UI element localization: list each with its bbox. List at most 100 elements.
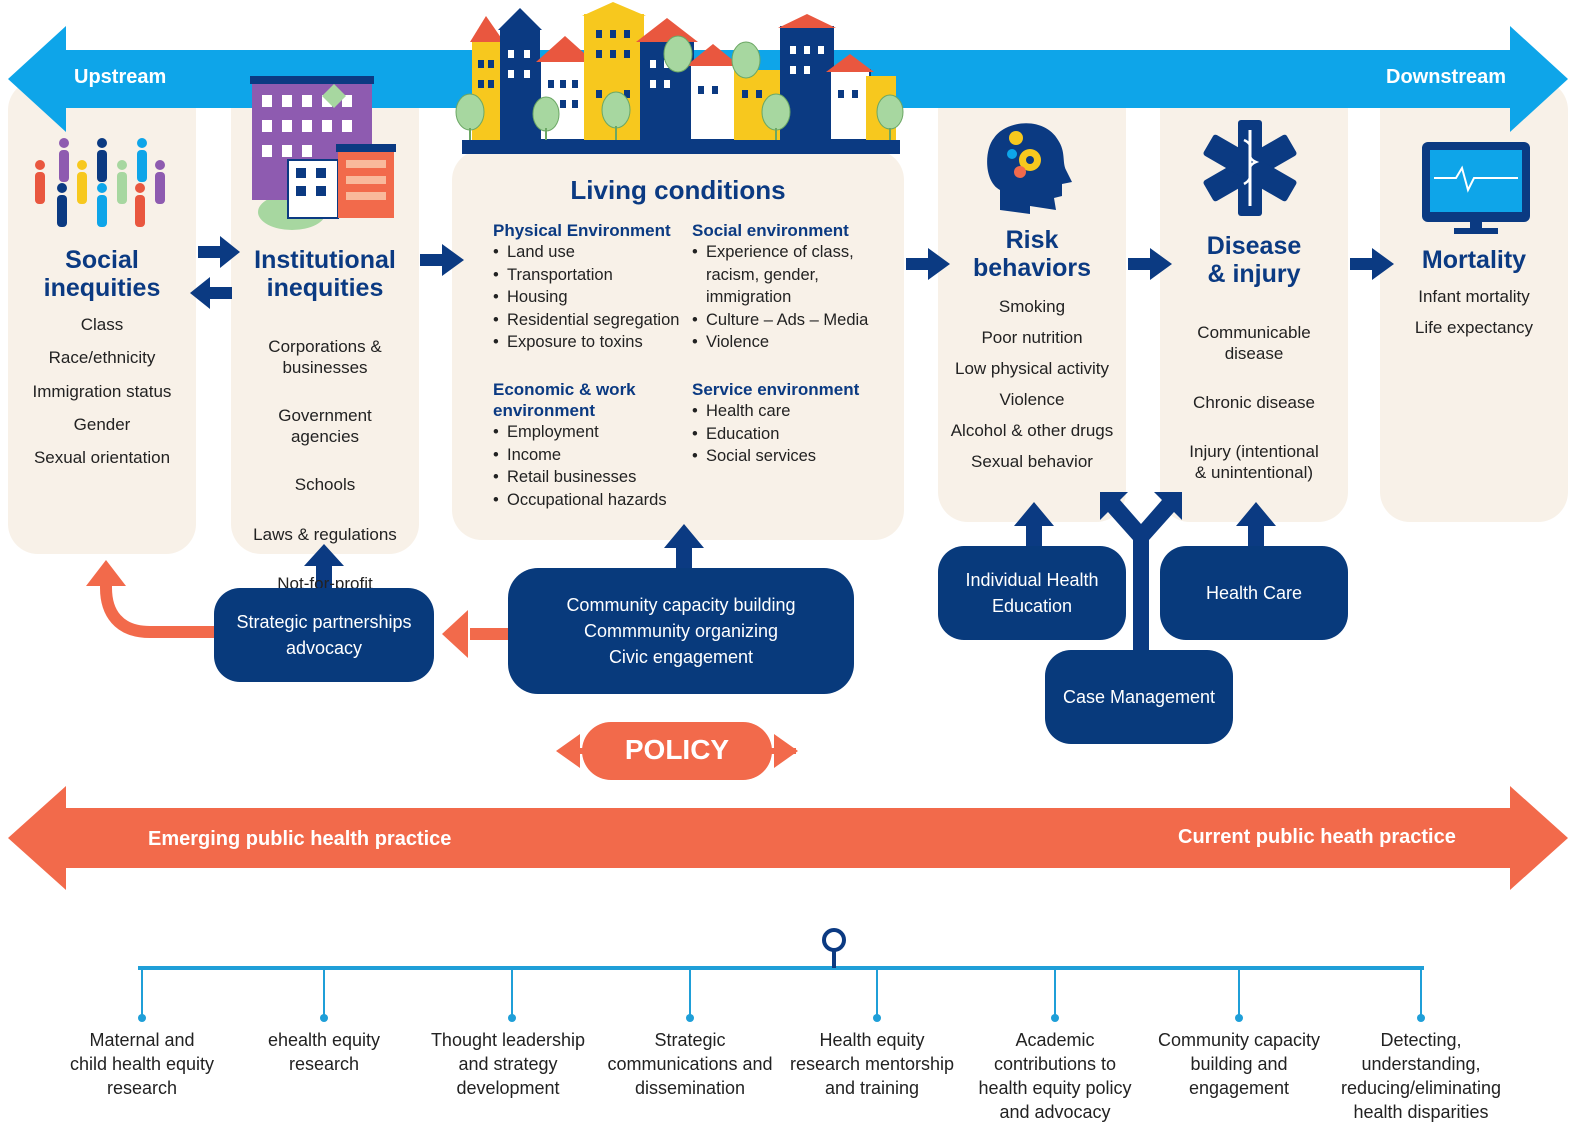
physical-list: Land use Transportation Housing Resident… [493, 241, 679, 354]
economic-item: Retail businesses [493, 466, 667, 489]
arrow-community-up [664, 524, 704, 570]
individual-health-education-box: Individual Health Education [938, 546, 1126, 640]
institutional-title-line1: Institutional [254, 246, 396, 274]
timeline-label: Academic contributions to health equity … [978, 1030, 1132, 1122]
social-environment-section: Social environment Experience of class, … [692, 220, 868, 354]
people-group-icon [35, 138, 165, 227]
institutional-inequities-column: Institutional inequities Corporations & … [231, 246, 419, 635]
arrow-institutional-to-social [190, 277, 232, 309]
social-item: Gender [73, 415, 131, 434]
arrow-strategic-up [304, 544, 344, 588]
risk-title-line1: Risk [1005, 226, 1059, 254]
disease-title-line2: & injury [1207, 260, 1301, 288]
social-title-line1: Social [65, 246, 139, 274]
service-item: Social services [692, 445, 859, 468]
social-inequities-column: Social inequities Class Race/ethnicity I… [8, 246, 196, 468]
economic-item: Occupational hazards [493, 489, 667, 512]
downstream-label: Downstream [1386, 66, 1507, 88]
city-skyline-icon [455, 2, 904, 154]
physical-item: Exposure to toxins [493, 331, 679, 354]
emerging-practice-label: Emerging public health practice [148, 828, 452, 850]
arrow-healthcare-up [1236, 502, 1276, 548]
arrow-community-to-strategic [442, 610, 468, 658]
service-environment-section: Service environment Health care Educatio… [692, 379, 859, 468]
risk-item: Smoking [998, 297, 1066, 316]
economic-heading-line1: Economic & work [493, 380, 636, 399]
arrow-disease-to-mortality [1350, 248, 1394, 280]
head-gears-icon [987, 123, 1072, 214]
mortality-column: Mortality Infant mortality Life expectan… [1380, 246, 1568, 338]
arrow-living-to-risk [906, 248, 950, 280]
risk-title-line2: behaviors [972, 254, 1092, 282]
timeline-label: Health equity research mentorship and tr… [789, 1030, 955, 1098]
timeline-label: Community capacity building and engageme… [1157, 1030, 1321, 1098]
community-capacity-box: Community capacity building Commmunity o… [508, 568, 854, 694]
economic-list: Employment Income Retail businesses Occu… [493, 421, 667, 511]
economic-item: Income [493, 444, 667, 467]
economic-item: Employment [493, 421, 667, 444]
practice-arrow [8, 786, 1568, 890]
star-of-life-icon [1203, 120, 1297, 216]
social-item: Immigration status [32, 382, 172, 401]
risk-item: Alcohol & other drugs [950, 421, 1114, 440]
social-env-item: racism, gender, [706, 265, 819, 284]
social-item: Sexual orientation [33, 448, 171, 467]
service-heading: Service environment [692, 380, 860, 399]
panel-social [8, 80, 196, 554]
living-conditions-title: Living conditions [570, 175, 786, 205]
arrow-institutional-to-living [420, 244, 464, 276]
institutional-item: Corporations & businesses [268, 337, 382, 377]
arrow-risk-to-disease [1128, 248, 1172, 280]
panel-risk [938, 80, 1126, 522]
timeline-label: Thought leadership and strategy developm… [430, 1030, 586, 1098]
risk-item: Low physical activity [954, 359, 1109, 378]
disease-item: Injury (intentional & unintentional) [1189, 442, 1319, 482]
physical-environment-section: Physical Environment Land use Transporta… [493, 220, 679, 354]
risk-list: Smoking Poor nutrition Low physical acti… [938, 296, 1126, 472]
timeline-label: ehealth equity research [267, 1030, 381, 1074]
economic-heading-line2: environment [493, 401, 596, 420]
heart-monitor-icon [1422, 142, 1530, 234]
current-practice-label: Current public heath practice [1178, 826, 1456, 848]
health-care-box: Health Care [1160, 546, 1348, 640]
physical-item: Transportation [493, 264, 679, 287]
arrow-strategic-to-social [100, 582, 216, 638]
policy-pill [556, 722, 798, 780]
arrow-social-to-institutional [198, 236, 240, 268]
arrow-case-management-branch [1100, 492, 1182, 652]
timeline-label: Maternal and child health equity researc… [69, 1030, 215, 1098]
physical-heading: Physical Environment [493, 221, 671, 240]
social-env-item: Violence [692, 331, 868, 354]
social-env-heading: Social environment [692, 221, 849, 240]
mortality-title: Mortality [1421, 246, 1527, 274]
economic-environment-section: Economic & work environment Employment I… [493, 379, 667, 511]
risk-behaviors-column: Risk behaviors Smoking Poor nutrition Lo… [938, 226, 1126, 472]
mortality-list: Infant mortality Life expectancy [1380, 286, 1568, 338]
social-title-line2: inequities [43, 274, 161, 302]
disease-item: Communicable disease [1197, 323, 1311, 363]
risk-item: Poor nutrition [981, 328, 1083, 347]
social-env-item: Culture – Ads – Media [692, 309, 868, 332]
service-item: Education [692, 423, 859, 446]
case-management-box: Case Management [1045, 650, 1233, 744]
disease-item: Chronic disease [1193, 393, 1315, 412]
social-list: Class Race/ethnicity Immigration status … [8, 314, 196, 468]
mortality-item: Life expectancy [1414, 318, 1534, 337]
strategic-partnerships-box: Strategic partnerships advocacy [214, 588, 434, 682]
social-env-item: Experience of class, [692, 241, 868, 264]
physical-item: Residential segregation [493, 309, 679, 332]
mortality-item: Infant mortality [1418, 287, 1530, 306]
institutional-title-line2: inequities [266, 274, 384, 302]
service-list: Health care Education Social services [692, 400, 859, 468]
disease-list: Communicable disease Chronic disease Inj… [1160, 302, 1348, 503]
arrow-education-up [1014, 502, 1054, 548]
social-item: Race/ethnicity [48, 348, 156, 367]
risk-item: Violence [999, 390, 1065, 409]
institutional-item: Schools [294, 475, 356, 494]
institutional-item: Government agencies [278, 406, 372, 446]
location-pin-icon [822, 928, 846, 968]
social-item: Class [80, 315, 124, 334]
service-item: Health care [692, 400, 859, 423]
policy-label: POLICY [624, 734, 730, 765]
disease-title-line1: Disease [1206, 232, 1302, 260]
